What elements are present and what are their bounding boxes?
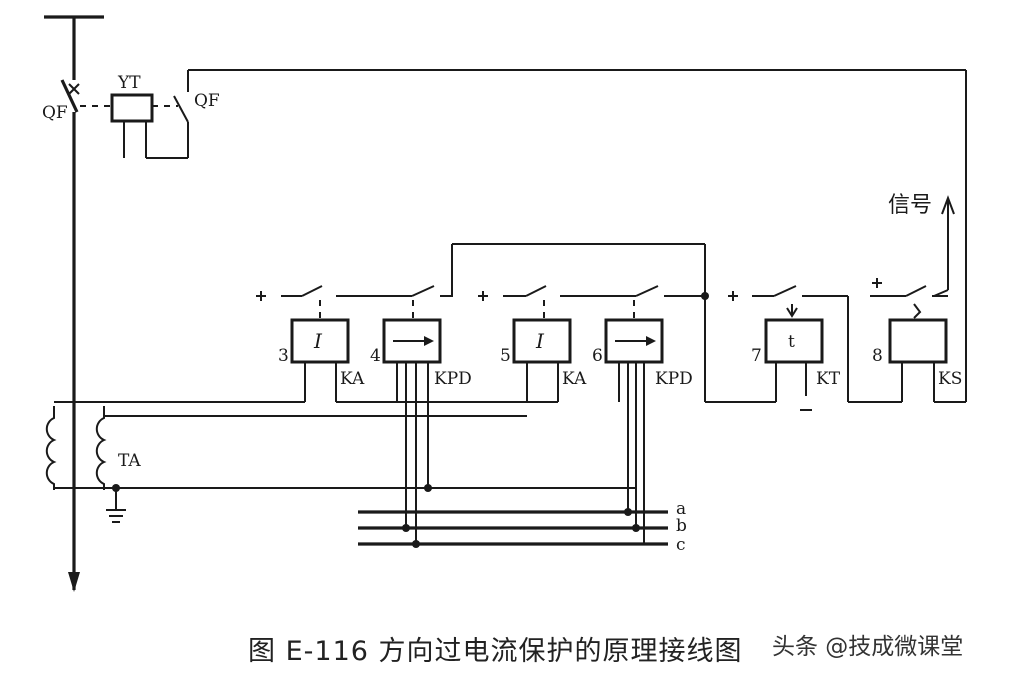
trip-circuit <box>80 69 967 403</box>
bus-a-label: a <box>676 499 686 519</box>
relay-6-num: 6 <box>592 346 603 366</box>
phase-buses <box>358 510 668 546</box>
relay-4-name: KPD <box>434 369 472 389</box>
relay-7-symbol: t <box>788 332 795 352</box>
bus-b-label: b <box>676 516 687 536</box>
relay-5 <box>478 285 618 402</box>
relay-8-num: 8 <box>872 346 883 366</box>
yt-coil <box>110 93 154 123</box>
relay-8 <box>847 278 948 403</box>
ta-label: TA <box>118 451 141 471</box>
relay-3 <box>256 285 395 402</box>
relay-8-name: KS <box>938 369 962 389</box>
relay-7 <box>728 285 848 411</box>
relay-7-name: KT <box>816 369 841 389</box>
relay-6-name: KPD <box>655 369 693 389</box>
bus-c-label: c <box>676 535 686 555</box>
relay-4-num: 4 <box>370 346 381 366</box>
primary-line <box>44 15 104 592</box>
relay-5-num: 5 <box>500 346 511 366</box>
relay-7-num: 7 <box>751 346 762 366</box>
logic-bus <box>451 243 776 403</box>
relay-3-num: 3 <box>278 346 289 366</box>
relay-6 <box>604 285 705 402</box>
relay-3-name: KA <box>340 369 365 389</box>
relay-4 <box>382 285 452 402</box>
yt-label: YT <box>117 73 141 93</box>
qf-label-right: QF <box>194 91 220 111</box>
signal-label: 信号 <box>888 193 932 218</box>
signal-arrow <box>933 195 955 297</box>
relay-5-symbol: I <box>535 329 545 353</box>
figure-caption: 图 E-116 方向过电流保护的原理接线图 <box>248 636 743 667</box>
relay-3-symbol: I <box>313 329 323 353</box>
watermark: 头条 @技成微课堂 <box>772 634 963 660</box>
ct-circuit <box>45 401 636 523</box>
voltage-leads <box>402 362 645 548</box>
qf-label-left: QF <box>42 103 68 123</box>
relay-5-name: KA <box>562 369 587 389</box>
